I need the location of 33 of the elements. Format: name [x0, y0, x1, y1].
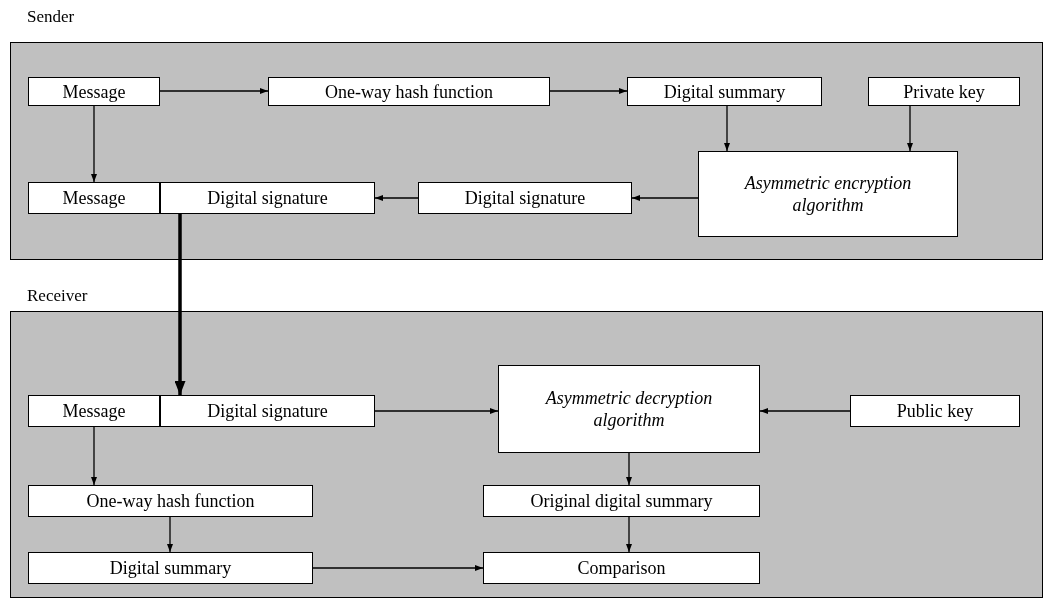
arrow: [724, 105, 730, 152]
process-box: Digital summary: [28, 552, 313, 584]
process-box: Digital signature: [160, 395, 375, 427]
process-box: Comparison: [483, 552, 760, 584]
arrow: [312, 565, 484, 571]
process-box: One-way hash function: [28, 485, 313, 517]
arrow: [174, 214, 186, 395]
arrow: [549, 88, 628, 94]
process-box: Message: [28, 182, 160, 214]
process-box: Digital signature: [160, 182, 375, 214]
process-box: Original digital summary: [483, 485, 760, 517]
process-box: Digital summary: [627, 77, 822, 106]
arrow: [626, 452, 632, 486]
arrow: [631, 195, 699, 201]
process-box: Private key: [868, 77, 1020, 106]
panel-heading: Sender: [27, 6, 75, 28]
process-box: Message: [28, 77, 160, 106]
process-box: One-way hash function: [268, 77, 550, 106]
arrow: [167, 516, 173, 553]
panel-heading: Receiver: [27, 285, 88, 307]
algorithm-box: Asymmetric encryption algorithm: [698, 151, 958, 237]
process-box: Digital signature: [418, 182, 632, 214]
process-box: Public key: [850, 395, 1020, 427]
process-box: Message: [28, 395, 160, 427]
algorithm-box: Asymmetric decryption algorithm: [498, 365, 760, 453]
arrow: [374, 408, 499, 414]
arrow: [626, 516, 632, 553]
arrow: [907, 105, 913, 152]
arrow: [91, 105, 97, 183]
arrow: [91, 426, 97, 486]
arrow: [374, 195, 419, 201]
arrow: [759, 408, 851, 414]
arrow: [159, 88, 269, 94]
